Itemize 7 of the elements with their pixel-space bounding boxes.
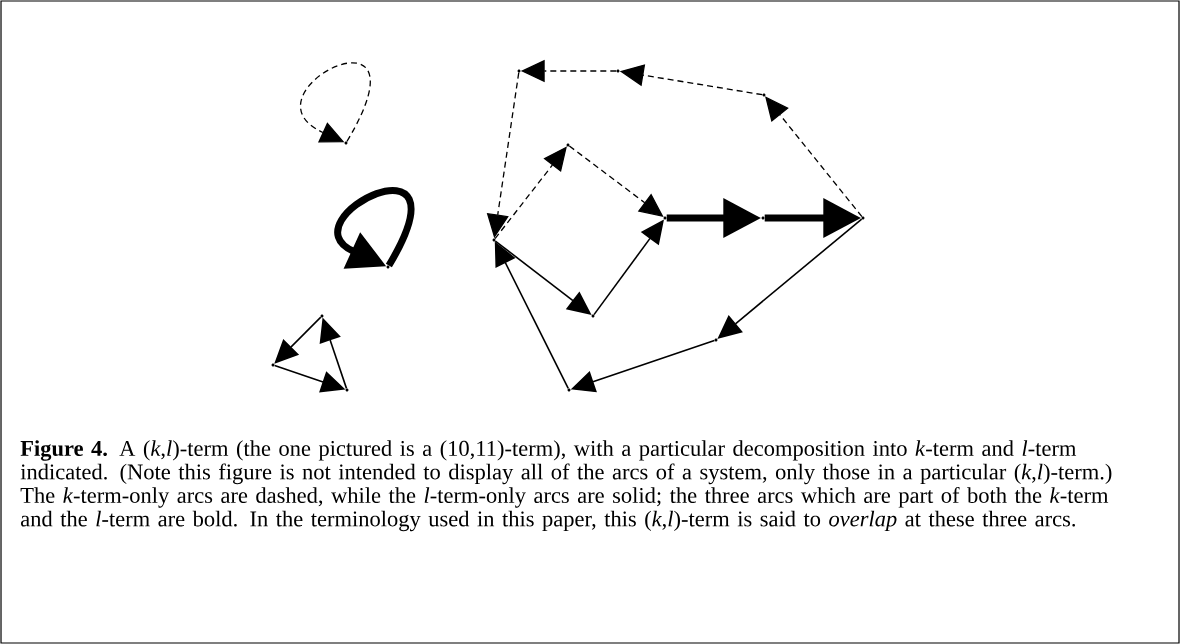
dashed-arrow [494,146,567,240]
figure-caption: Figure 4. A (k,l)-term (the one pictured is a (10,11)-term), with a particular decomposition into k-term and l-term indicated. (Note this figure is not intended to display all of the arcs of a system, only those in a particular (k,l)-term.) The k-term-only arcs are dashed, while the l-term-only arcs are solid; the three arcs which are part of both the k-term and the l-term are bold. In the terminology used in this paper, this (k,l)-term is said to overlap at these three arcs. [20,440,1112,532]
dashed-arrow [568,145,664,217]
bold-arrow [334,187,415,269]
dashed-arrow [300,62,371,143]
dashed-arrow [765,96,863,218]
arrow [274,316,322,364]
